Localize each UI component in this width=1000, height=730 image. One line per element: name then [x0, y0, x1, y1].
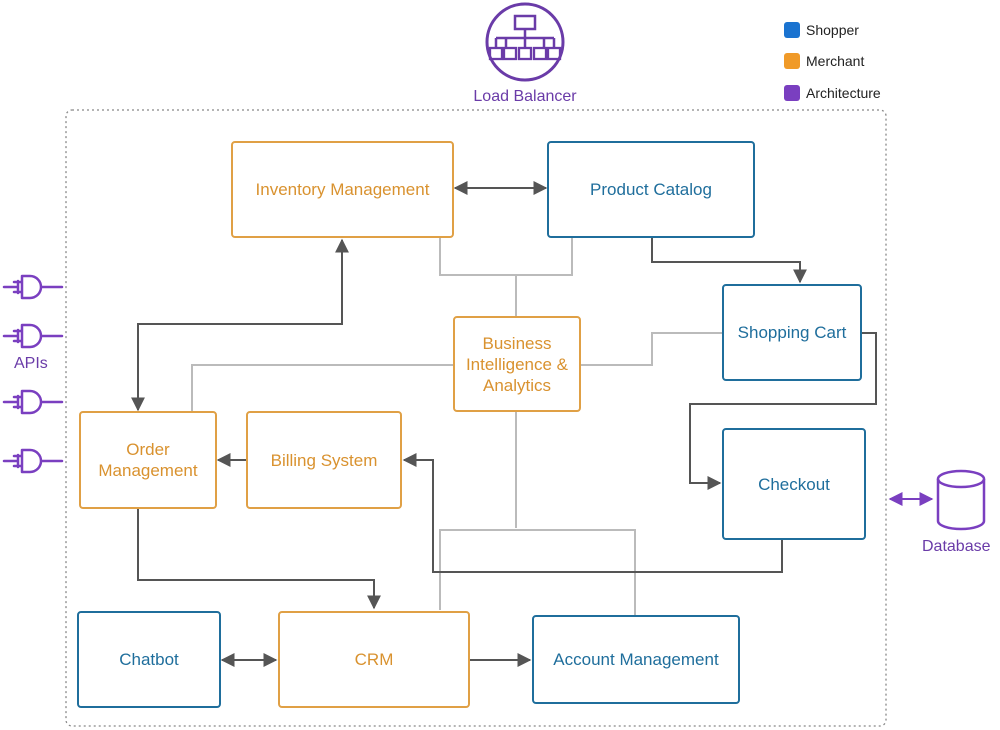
load-balancer-label: Load Balancer [473, 88, 577, 105]
node-label: Checkout [758, 474, 830, 494]
legend-swatch-merchant [784, 53, 800, 69]
node-label: Shopping Cart [737, 323, 847, 342]
node-label: Billing System [270, 450, 378, 470]
plug-icon [2, 389, 64, 415]
product-catalog-node[interactable]: Product Catalog [547, 141, 755, 238]
legend-item-architecture: Architecture [784, 85, 881, 101]
node-label: Order Management [98, 440, 198, 480]
account-management-node[interactable]: Account Management [532, 615, 740, 704]
arrow-order-inventory [131, 238, 349, 412]
crm-node[interactable]: CRM [278, 611, 470, 708]
arrow-checkout-billing [402, 453, 783, 573]
cylinder-icon [936, 469, 986, 531]
order-management-node[interactable]: Order Management [79, 411, 217, 509]
billing-system-node[interactable]: Billing System [246, 411, 402, 509]
node-label: Business Intelligence & Analytics [465, 333, 569, 395]
node-label: Chatbot [119, 650, 179, 669]
legend-label: Merchant [806, 53, 865, 69]
node-label: CRM [354, 650, 394, 669]
plug-icon [2, 448, 64, 474]
plug-icon [2, 274, 64, 300]
plug-icon [2, 323, 64, 349]
inventory-management-node[interactable]: Inventory Management [231, 141, 454, 238]
node-label: Product Catalog [590, 180, 712, 199]
database-label: Database [922, 538, 991, 555]
legend-item-shopper: Shopper [784, 22, 859, 38]
apis-label: APIs [14, 355, 48, 372]
checkout-node[interactable]: Checkout [722, 428, 866, 540]
legend-swatch-architecture [784, 85, 800, 101]
node-label: Account Management [553, 650, 719, 669]
plug-icons [2, 274, 64, 474]
flow-arrows [131, 181, 877, 667]
shopping-cart-node[interactable]: Shopping Cart [722, 284, 862, 381]
legend-label: Shopper [806, 22, 859, 38]
business-intelligence-node[interactable]: Business Intelligence & Analytics [453, 316, 581, 412]
legend-swatch-shopper [784, 22, 800, 38]
arrow-order-crm [137, 508, 381, 610]
arrow-cart-checkout [689, 332, 877, 490]
legend-item-merchant: Merchant [784, 53, 864, 69]
hierarchy-icon [485, 2, 565, 82]
chatbot-node[interactable]: Chatbot [77, 611, 221, 708]
node-label: Inventory Management [255, 180, 430, 199]
arrow-catalog-cart [651, 238, 807, 284]
legend-label: Architecture [806, 85, 881, 101]
